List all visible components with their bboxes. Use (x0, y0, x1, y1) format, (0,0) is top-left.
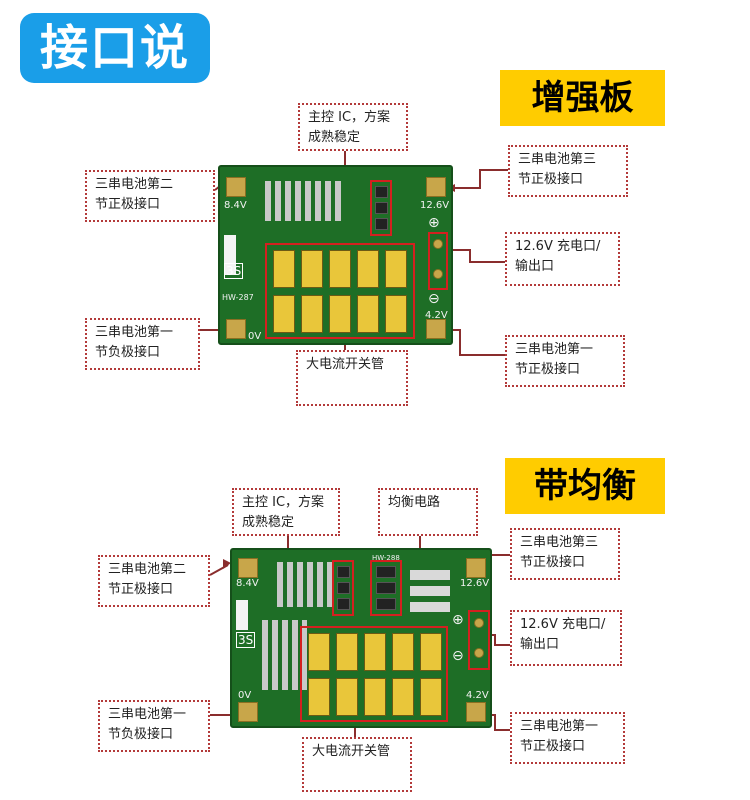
board1-mosfet (385, 295, 407, 333)
board1-pcb: 8.4V 12.6V ⊕ ⊖ 4.2V 0V 3S HW-287 (218, 165, 453, 345)
board2-label-4v2: 4.2V (466, 690, 489, 701)
board1-label-12v6: 12.6V (420, 200, 450, 211)
board2-callout-b1-neg: 三串电池第一 节负极接口 (98, 700, 210, 752)
board2-pad-b1pos (466, 702, 486, 722)
board2-balance-circuit (370, 560, 402, 616)
board1-charge-port (428, 232, 448, 290)
board1-callout-b1-pos: 三串电池第一 节正极接口 (505, 335, 625, 387)
board2-callout-b2-pos: 三串电池第二 节正极接口 (98, 555, 210, 607)
board1-model-label: HW-287 (222, 293, 254, 302)
board2-tag: 带均衡 (505, 458, 665, 514)
board2-model-label: HW-288 (372, 554, 400, 562)
board1-mosfet (385, 250, 407, 288)
board2-mosfet (364, 633, 386, 671)
board1-pad-b3 (426, 177, 446, 197)
board2-mosfet (364, 678, 386, 716)
board2-mosfet (308, 678, 330, 716)
board2-callout-b3-pos: 三串电池第三 节正极接口 (510, 528, 620, 580)
board2-pad-b2 (238, 558, 258, 578)
board2-balance-chip (376, 582, 396, 594)
board1-label-4v2: 4.2V (425, 310, 448, 321)
board2-white-block (236, 600, 248, 630)
board2-ic-chip (337, 598, 350, 610)
board1-callout-b1-neg: 三串电池第一 节负极接口 (85, 318, 200, 370)
board2-label-3s: 3S (236, 632, 256, 648)
board2-mosfet (392, 633, 414, 671)
board2-balance-chip (376, 566, 396, 578)
board2-mosfet (308, 633, 330, 671)
board2-mosfet (336, 678, 358, 716)
board1-ic-chip (375, 202, 388, 214)
board2-balance-chip (376, 598, 396, 610)
board2-label-0v: 0V (238, 690, 252, 701)
board2-charge-port (468, 610, 490, 670)
board2-pad-b1neg (238, 702, 258, 722)
board1-pad-b2 (226, 177, 246, 197)
board2-mosfet-area (300, 626, 448, 722)
board2-mosfet (392, 678, 414, 716)
board1-smd-area (265, 181, 345, 221)
board2-callout-mosfet: 大电流开关管 (302, 737, 412, 792)
board2-callout-b1-pos: 三串电池第一 节正极接口 (510, 712, 625, 764)
board1-main-ic (370, 180, 392, 236)
board2-callout-main-ic: 主控 IC，方案 成熟稳定 (232, 488, 340, 536)
board1-mosfet (301, 295, 323, 333)
board1-callout-charge: 12.6V 充电口/ 输出口 (505, 232, 620, 286)
board1-tag: 增强板 (500, 70, 665, 126)
board2-mosfet (420, 678, 442, 716)
board2-ic-chip (337, 566, 350, 578)
board2-label-12v6: 12.6V (460, 578, 490, 589)
board1-mosfet (357, 250, 379, 288)
board1-pad-b1pos (426, 319, 446, 339)
board1-white-block (224, 235, 236, 275)
board1-mosfet (273, 295, 295, 333)
board1-plus-icon: ⊕ (428, 215, 440, 231)
page-title: 接口说明 (20, 13, 210, 146)
board1-charge-pad (433, 239, 443, 249)
board1-label-0v: 0V (248, 331, 262, 342)
board2-callout-balance: 均衡电路 (378, 488, 478, 536)
board2-mosfet (336, 633, 358, 671)
board1-mosfet (273, 250, 295, 288)
board1-ic-chip (375, 218, 388, 230)
board2-label-8v4: 8.4V (236, 578, 259, 589)
board1-ic-chip (375, 186, 388, 198)
board1-mosfet (329, 250, 351, 288)
board1-callout-b3-pos: 三串电池第三 节正极接口 (508, 145, 628, 197)
board2-resistors (410, 564, 450, 612)
board2-mosfet (420, 633, 442, 671)
board1-mosfet (301, 250, 323, 288)
board1-mosfet-area (265, 243, 415, 339)
board1-pad-b1neg (226, 319, 246, 339)
board2-pcb: HW-288 8.4V 12.6V ⊕ ⊖ 4.2V 0V 3S (230, 548, 492, 728)
board2-smd-area (262, 620, 307, 690)
board2-charge-pad (474, 618, 484, 628)
board1-callout-mosfet: 大电流开关管 (296, 350, 408, 406)
board2-pad-b3 (466, 558, 486, 578)
board1-label-8v4: 8.4V (224, 200, 247, 211)
board1-mosfet (357, 295, 379, 333)
board2-plus-icon: ⊕ (452, 612, 464, 628)
board2-smd-area (277, 562, 332, 607)
board1-minus-icon: ⊖ (428, 291, 440, 307)
board2-minus-icon: ⊖ (452, 648, 464, 664)
board1-callout-b2-pos: 三串电池第二 节正极接口 (85, 170, 215, 222)
board2-charge-pad (474, 648, 484, 658)
board1-mosfet (329, 295, 351, 333)
board2-ic-chip (337, 582, 350, 594)
board2-main-ic (332, 560, 354, 616)
board1-label-3s: 3S (224, 263, 244, 279)
board1-charge-pad (433, 269, 443, 279)
board2-callout-charge: 12.6V 充电口/ 输出口 (510, 610, 622, 666)
board1-callout-main-ic: 主控 IC，方案 成熟稳定 (298, 103, 408, 151)
